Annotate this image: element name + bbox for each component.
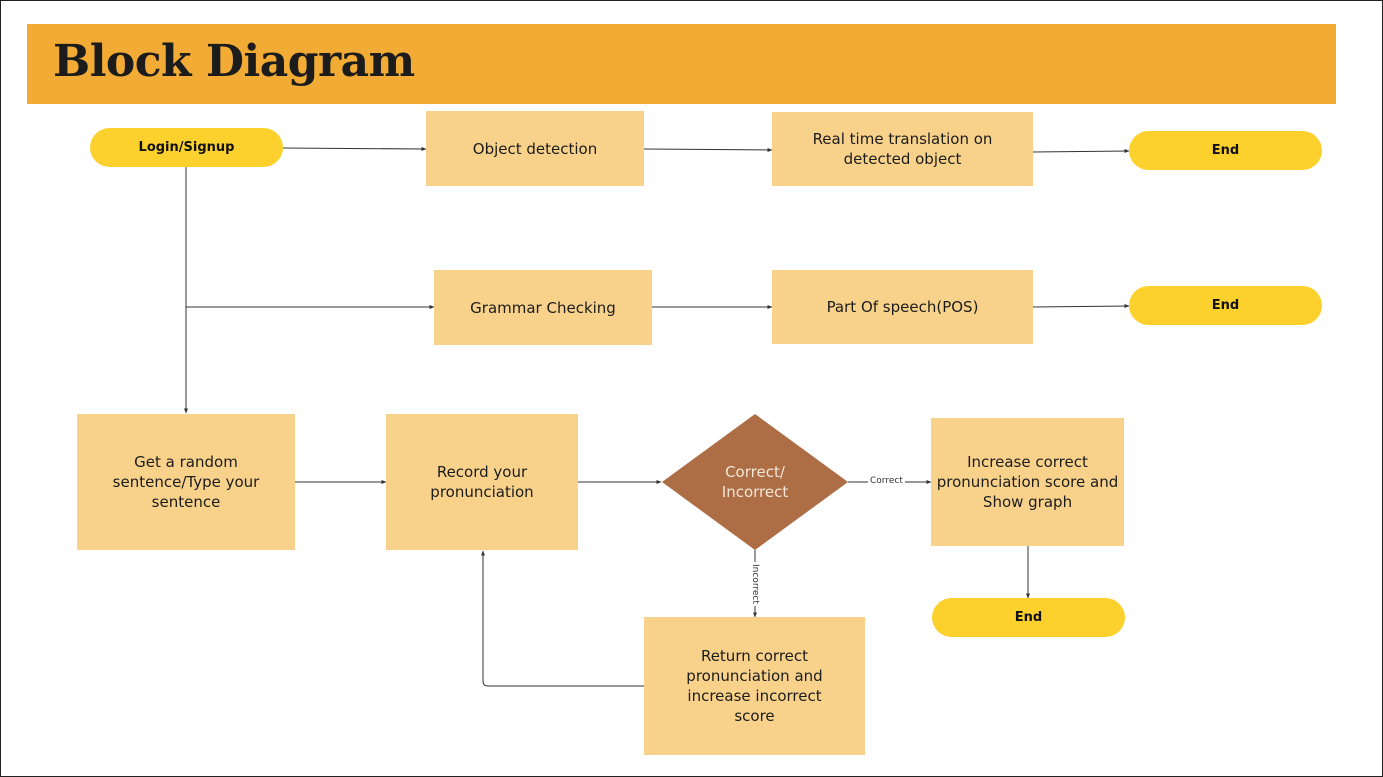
edge-pos-to-end2 [1032,304,1130,309]
end-label-2: End [1211,298,1240,313]
pos-label: Part Of speech(POS) [826,298,979,316]
random-sentence-label: Get a random sentence/Type your sentence [112,453,260,511]
realtime-translation-label: Real time translation on detected object [812,130,993,168]
return-correct-box: Return correct pronunciation and increas… [644,617,865,755]
page-title: Block Diagram [53,36,415,87]
edge-translation-to-end1 [1032,149,1130,154]
login-signup-terminal: Login/Signup [90,128,283,167]
edge-login-to-object [281,146,427,151]
edge-return-to-record [481,550,644,687]
end-label-3: End [1014,610,1043,625]
grammar-checking-label: Grammar Checking [470,298,616,317]
object-detection-box: Object detection [426,111,644,186]
title-banner: Block Diagram [27,24,1336,104]
end-terminal-1: End [1129,131,1322,170]
login-signup-label: Login/Signup [138,140,235,155]
increase-correct-label: Increase correct pronunciation score and… [936,453,1119,511]
record-pronunciation-box: Record your pronunciation [386,414,578,550]
edge-label-incorrect: Incorrect [749,562,760,606]
decision-diamond [662,414,848,550]
pos-box: Part Of speech(POS) [772,270,1033,344]
realtime-translation-box: Real time translation on detected object [772,112,1033,186]
random-sentence-box: Get a random sentence/Type your sentence [77,414,295,550]
decision-label: Correct/ Incorrect [721,463,789,501]
increase-correct-box: Increase correct pronunciation score and… [931,418,1124,546]
edge-object-to-translation [643,147,773,152]
end-label-1: End [1211,143,1240,158]
end-terminal-3: End [932,598,1125,637]
edge-label-correct: Correct [868,476,905,487]
return-correct-label: Return correct pronunciation and increas… [686,647,823,725]
object-detection-label: Object detection [472,139,598,158]
end-terminal-2: End [1129,286,1322,325]
record-pronunciation-label: Record your pronunciation [430,463,534,501]
grammar-checking-box: Grammar Checking [434,270,652,345]
